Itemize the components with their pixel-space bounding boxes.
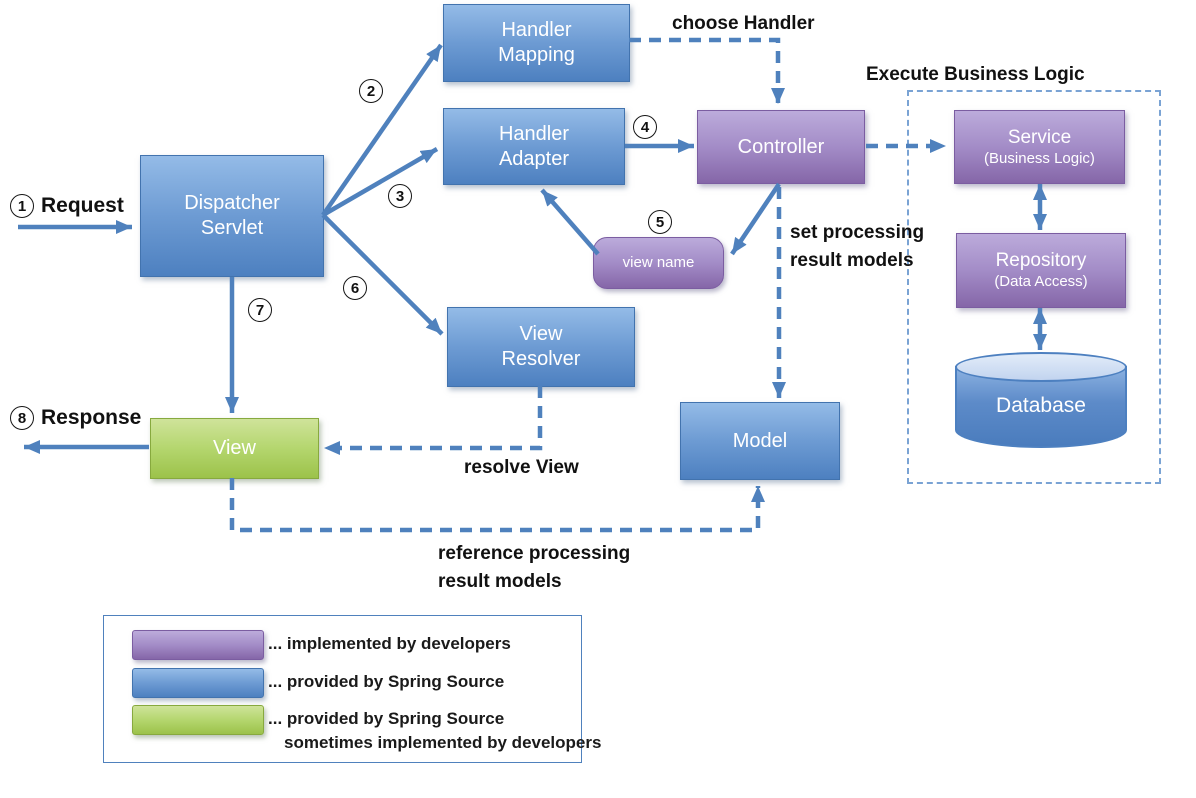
step-2-badge: 2: [359, 79, 383, 103]
legend-text-spring-sometimes-line1: ... provided by Spring Source: [268, 709, 505, 728]
reference-line1: reference processing: [438, 543, 631, 564]
legend-text-spring-sometimes-line2: sometimes implemented by developers: [284, 733, 602, 752]
controller-label: Controller: [737, 135, 825, 158]
node-service: Service (Business Logic): [954, 110, 1125, 184]
dispatcher-servlet-label-line1: Dispatcher: [184, 192, 280, 214]
database-cylinder-top: [955, 352, 1127, 382]
legend-text-spring: ... provided by Spring Source: [268, 672, 505, 691]
step-7-badge: 7: [248, 298, 272, 322]
step-1-badge: 1: [10, 194, 34, 218]
set-processing-line2: result models: [790, 250, 914, 271]
legend-swatch-spring-sometimes: [132, 705, 264, 735]
node-repository: Repository (Data Access): [956, 233, 1126, 308]
request-text: Request: [41, 194, 124, 217]
arrow-step6-to-view-resolver: [321, 213, 444, 336]
dashed-resolver-to-view: [324, 386, 543, 455]
arrow-step2-to-handler-mapping: [321, 43, 443, 217]
node-view: View: [150, 418, 319, 479]
legend-swatch-spring: [132, 668, 264, 698]
label-set-processing: set processing result models: [790, 219, 924, 275]
node-controller: Controller: [697, 110, 865, 184]
model-label: Model: [732, 429, 788, 452]
legend-text-developers: ... implemented by developers: [268, 634, 511, 653]
dashed-view-to-model: [229, 478, 765, 533]
reference-line2: result models: [438, 571, 562, 592]
node-handler-mapping: Handler Mapping: [443, 4, 630, 82]
handler-mapping-label-line2: Mapping: [498, 44, 575, 66]
handler-adapter-label-line2: Adapter: [498, 147, 570, 170]
label-choose-handler: choose Handler: [672, 13, 815, 34]
repository-label: Repository: [995, 250, 1087, 272]
legend: ... implemented by developers ... provid…: [103, 615, 601, 763]
service-label: Service: [1007, 126, 1072, 148]
label-execute-business-logic: Execute Business Logic: [866, 64, 1085, 85]
dashed-choose-handler: [629, 37, 785, 104]
arrow-controller-to-view-name: [730, 182, 781, 256]
repository-sublabel: (Data Access): [994, 273, 1088, 290]
node-dispatcher-servlet: Dispatcher Servlet: [140, 155, 324, 277]
legend-swatch-developers: [132, 630, 264, 660]
node-model: Model: [680, 402, 840, 480]
step-3-badge: 3: [388, 184, 412, 208]
handler-mapping-label-line1: Handler: [501, 19, 572, 41]
view-name-label: view name: [622, 253, 695, 271]
node-view-resolver: View Resolver: [447, 307, 635, 387]
label-request: 1 Request: [10, 194, 124, 218]
view-resolver-label-line2: Resolver: [501, 348, 581, 370]
service-sublabel: (Business Logic): [984, 149, 1095, 167]
handler-adapter-label-line1: Handler: [498, 122, 570, 145]
arrow-view-name-to-handler-adapter: [540, 188, 600, 256]
arrow-step3-to-handler-adapter: [321, 147, 439, 217]
label-reference-processing: reference processing result models: [438, 540, 630, 596]
view-label: View: [213, 437, 256, 459]
step-6-badge: 6: [343, 276, 367, 300]
response-text: Response: [41, 406, 142, 429]
node-handler-adapter: Handler Adapter: [443, 108, 625, 185]
label-response: 8 Response: [10, 406, 141, 430]
label-resolve-view: resolve View: [464, 457, 579, 478]
set-processing-line1: set processing: [790, 222, 925, 243]
execute-business-logic-container: [907, 90, 1161, 484]
step-8-badge: 8: [10, 406, 34, 430]
step-4-badge: 4: [633, 115, 657, 139]
view-resolver-label-line1: View: [519, 323, 563, 345]
dispatcher-servlet-label-line2: Servlet: [200, 217, 264, 239]
database-label: Database: [996, 394, 1086, 417]
node-view-name: view name: [593, 237, 724, 289]
step-5-badge: 5: [648, 210, 672, 234]
